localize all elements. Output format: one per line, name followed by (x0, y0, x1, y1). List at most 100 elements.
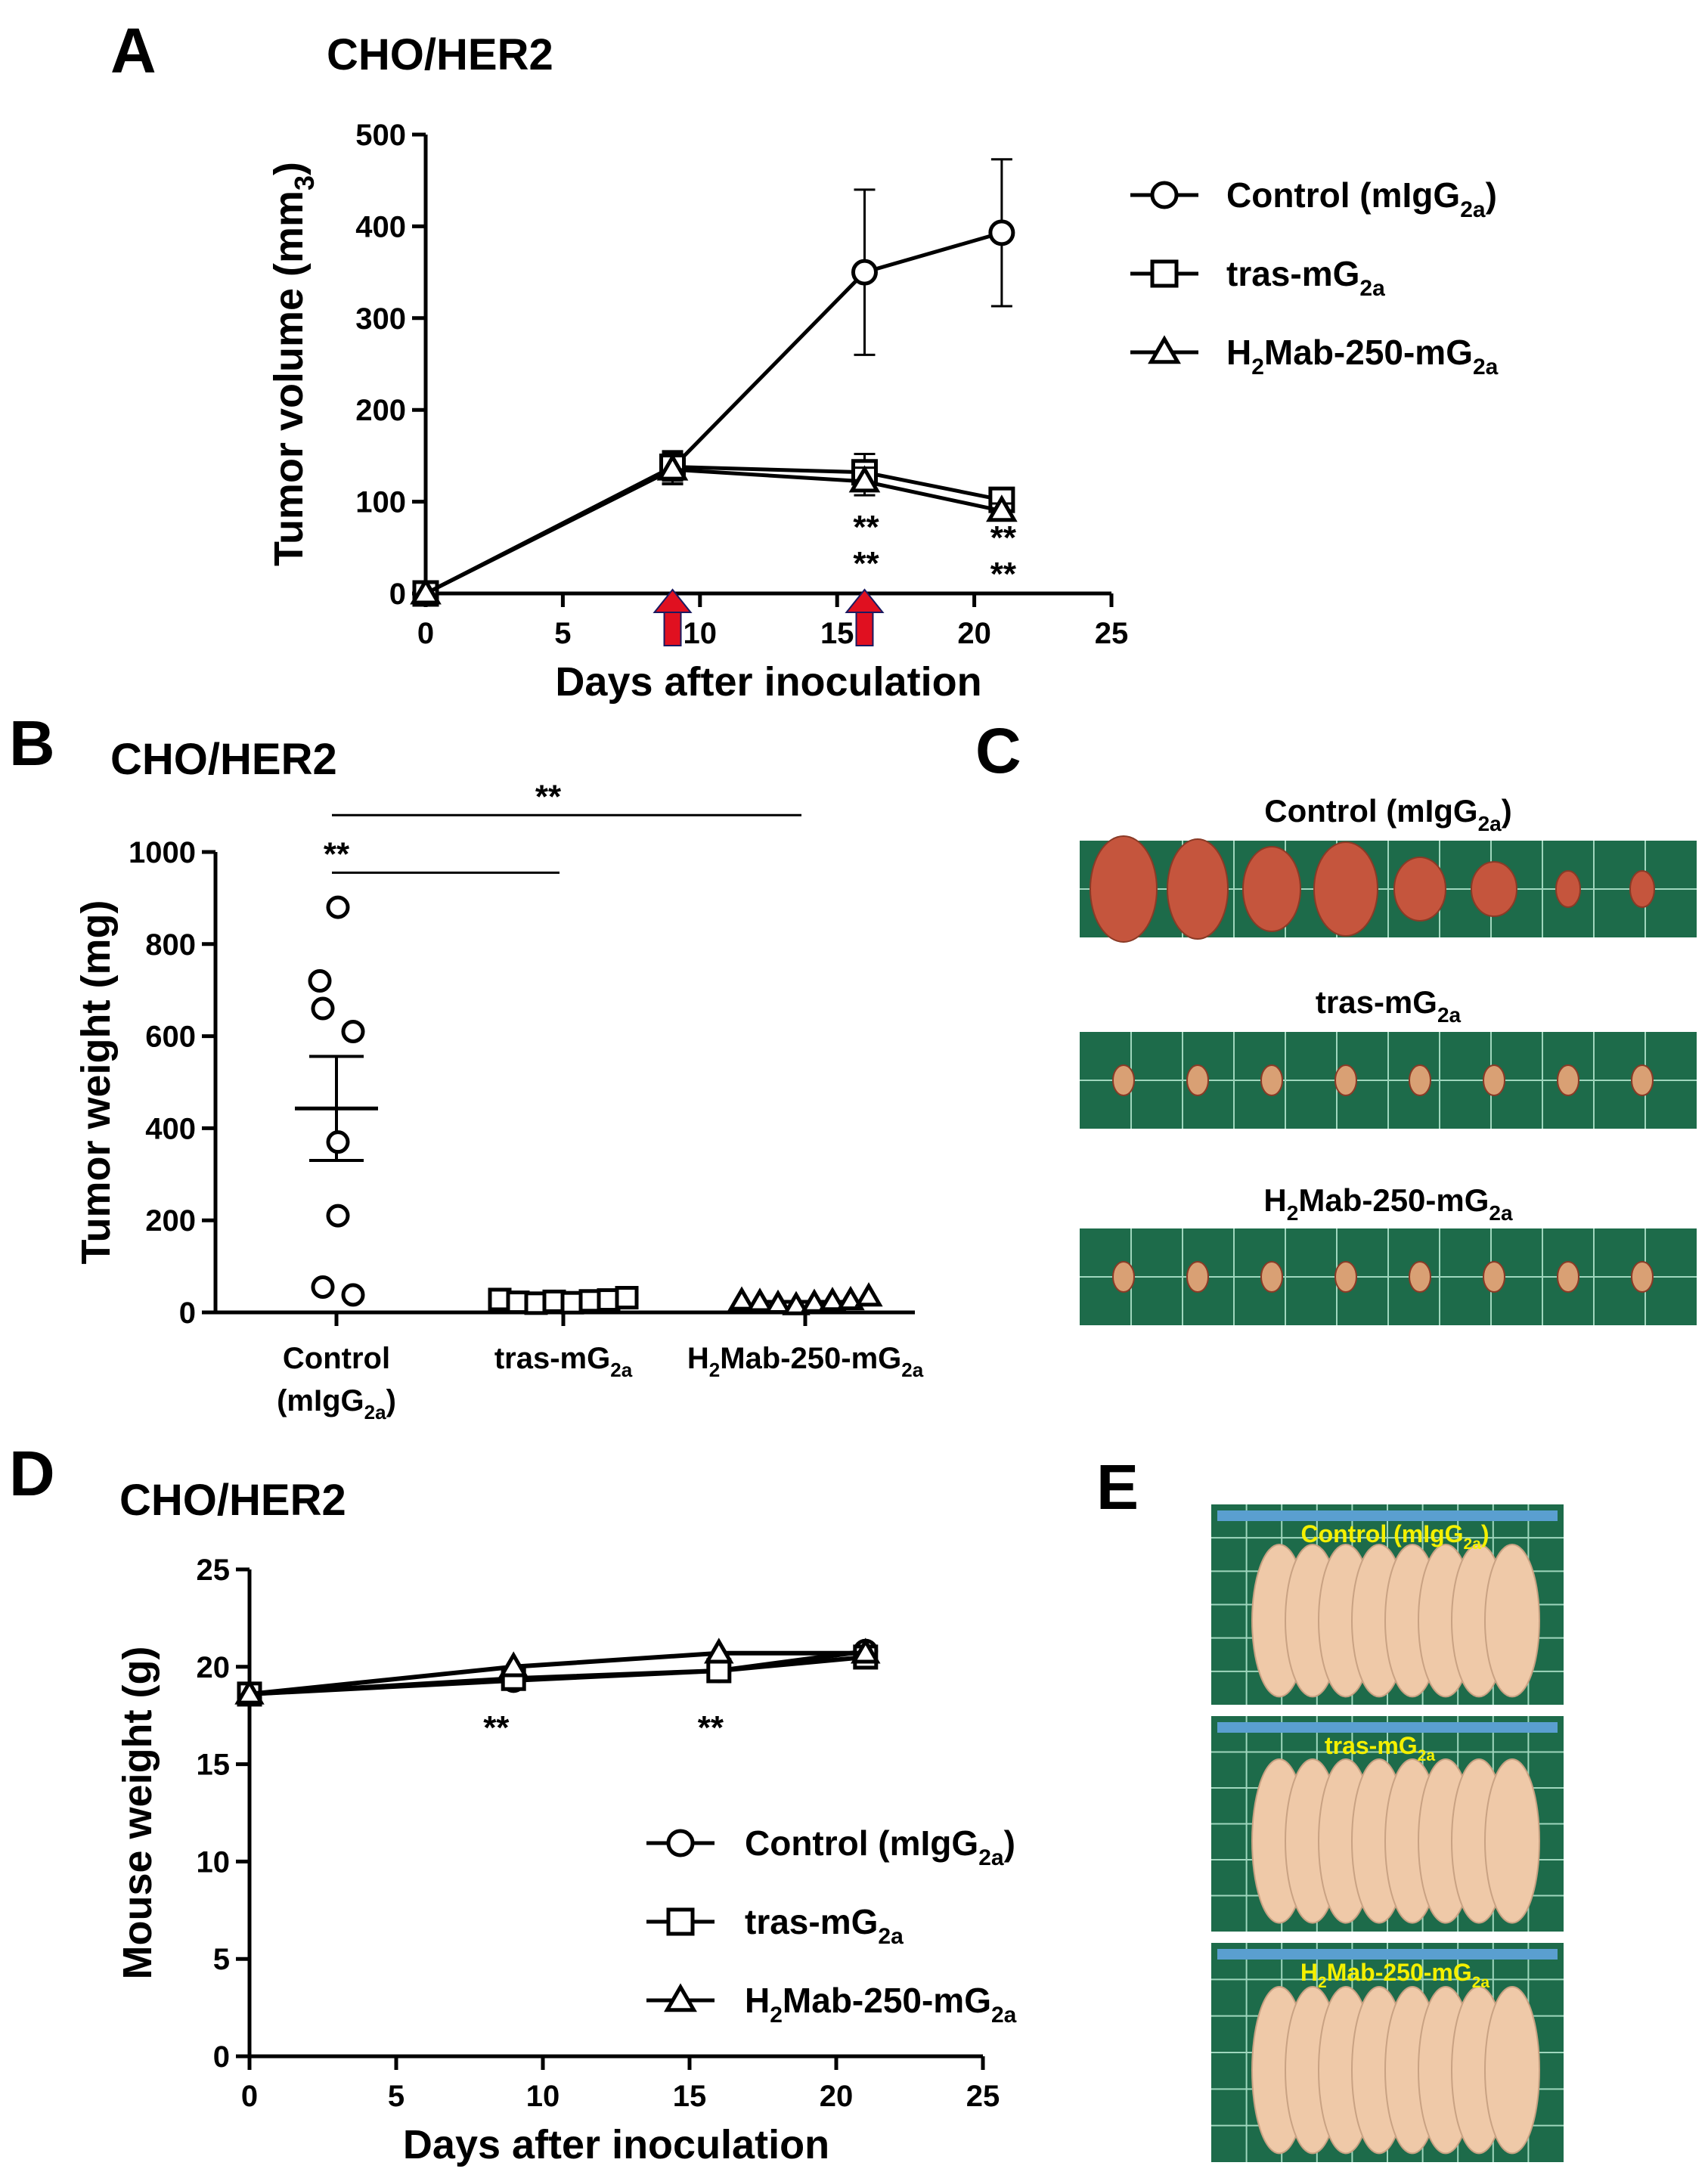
chart-b-significance: ** (535, 778, 562, 815)
panel-c-tumor (1260, 1261, 1283, 1293)
chart-b-y-tick-label: 0 (179, 1297, 196, 1330)
panel-c-tumor (1557, 1064, 1579, 1096)
chart-d-y-tick-label: 25 (197, 1554, 231, 1587)
chart-b-y-tick-label: 400 (145, 1112, 196, 1145)
panel-b-title: CHO/HER2 (110, 735, 337, 784)
chart-b-point (311, 996, 335, 1021)
panel-c-tumor (1167, 838, 1229, 940)
chart-a-series-line (424, 467, 1003, 596)
chart-b-point (782, 1290, 811, 1315)
chart-a-y-tick-label: 0 (389, 578, 406, 611)
panel-c-tumor (1409, 1064, 1431, 1096)
chart-d-significance: ** (483, 1709, 510, 1746)
panel-e-ruler (1217, 1722, 1558, 1733)
chart-d-legend-marker (664, 1983, 697, 2012)
chart-a-treatment-arrow (855, 610, 874, 646)
panel-c-tumor (1242, 846, 1301, 932)
chart-a-y-tick-label: 200 (355, 394, 406, 427)
chart-a-y-tick-label: 400 (355, 210, 406, 243)
chart-b-y-axis-label: Tumor weight (mg) (73, 900, 119, 1265)
panel-c-tumor (1557, 1261, 1579, 1293)
panel-c-tumor (1186, 1261, 1209, 1293)
chart-a-legend-marker (1150, 259, 1179, 288)
chart-d-point (851, 1637, 881, 1664)
chart-a-x-tick-label: 5 (554, 617, 571, 650)
chart-d-x-tick-label: 5 (388, 2080, 405, 2113)
chart-d-significance: ** (698, 1709, 724, 1746)
panel-c-photo-label: H2Mab-250-mG2a (1263, 1182, 1513, 1225)
chart-a-significance: ** (990, 519, 1017, 556)
chart-b-point (326, 1130, 350, 1154)
panel-e-photo-label: Control (mIgG2a) (1300, 1520, 1489, 1553)
chart-b-point (854, 1282, 883, 1307)
chart-b-point (764, 1289, 792, 1314)
chart-d-legend-label: H2Mab-250-mG2a (745, 1981, 1017, 2028)
panel-c-label: C (975, 715, 1021, 786)
chart-d-y-tick-label: 15 (197, 1749, 231, 1782)
chart-b-point (311, 1275, 335, 1300)
panel-a-label: A (110, 15, 157, 86)
chart-a-y-tick-label: 100 (355, 486, 406, 519)
chart-a-y-tick-label: 500 (355, 119, 406, 152)
chart-a-point (410, 577, 442, 605)
panel-c-tumor (1471, 861, 1517, 917)
chart-a-point (986, 494, 1018, 522)
chart-b-point (308, 969, 332, 993)
chart-d-point (498, 1651, 529, 1678)
chart-b-significance: ** (324, 835, 350, 872)
chart-b-y-tick-label: 600 (145, 1021, 196, 1054)
chart-d-legend-marker (666, 1829, 695, 1857)
chart-a-x-tick-label: 20 (957, 617, 991, 650)
panel-a-title: CHO/HER2 (327, 30, 553, 79)
panel-c-photo-label: tras-mG2a (1316, 984, 1462, 1027)
panel-e-mouse (1484, 1758, 1540, 1924)
chart-b-x-tick-label: Control (283, 1342, 390, 1375)
chart-d-x-tick-label: 0 (241, 2080, 258, 2113)
chart-a-legend-marker (1150, 181, 1179, 209)
panel-c-tumor (1631, 1261, 1654, 1293)
chart-d-y-axis-label: Mouse weight (g) (115, 1647, 160, 1980)
chart-d-legend-label: Control (mIgG2a) (745, 1823, 1015, 1870)
panel-e-photo-label: H2Mab-250-mG2a (1300, 1959, 1490, 1991)
panel-e-ruler (1217, 1510, 1558, 1521)
chart-a-x-axis-label: Days after inoculation (555, 659, 981, 705)
panel-c-tumor (1090, 835, 1158, 943)
chart-b-point (727, 1286, 756, 1311)
chart-a-series-line (424, 231, 1003, 596)
panel-c-tumor (1334, 1261, 1357, 1293)
chart-d-point (234, 1678, 265, 1705)
chart-b-point (800, 1288, 829, 1313)
chart-a-legend-label: Control (mIgG2a) (1226, 175, 1497, 222)
panel-e-mouse (1484, 1544, 1540, 1698)
chart-d-legend-marker (666, 1907, 695, 1936)
chart-a-y-axis-label: Tumor volume (mm3) (266, 162, 320, 566)
panel-b-label: B (9, 708, 55, 779)
chart-a-legend-label: tras-mG2a (1226, 254, 1385, 301)
chart-d-x-axis-label: Days after inoculation (403, 2122, 829, 2167)
chart-d-y-tick-label: 10 (197, 1845, 231, 1879)
chart-b-point (341, 1283, 365, 1307)
chart-a-x-tick-label: 15 (820, 617, 854, 650)
chart-d-x-tick-label: 25 (966, 2080, 1000, 2113)
chart-b-point (818, 1287, 847, 1312)
chart-a-point (656, 453, 689, 481)
chart-d-x-tick-label: 20 (820, 2080, 854, 2113)
chart-a-significance: ** (990, 556, 1017, 593)
panel-c-tumor (1483, 1261, 1505, 1293)
chart-d-x-tick-label: 15 (673, 2080, 707, 2113)
chart-a-legend-label: H2Mab-250-mG2a (1226, 333, 1499, 380)
panel-d-label: D (9, 1438, 55, 1509)
panel-e-label: E (1096, 1451, 1139, 1523)
chart-a-treatment-arrowhead (653, 588, 693, 613)
panel-e-ruler (1217, 1949, 1558, 1960)
chart-a-point (848, 465, 881, 493)
panel-d-title: CHO/HER2 (119, 1476, 346, 1525)
chart-d-x-tick-label: 10 (526, 2080, 560, 2113)
chart-b-x-tick-label: tras-mG2a (494, 1342, 633, 1381)
chart-d-y-tick-label: 20 (197, 1651, 231, 1684)
